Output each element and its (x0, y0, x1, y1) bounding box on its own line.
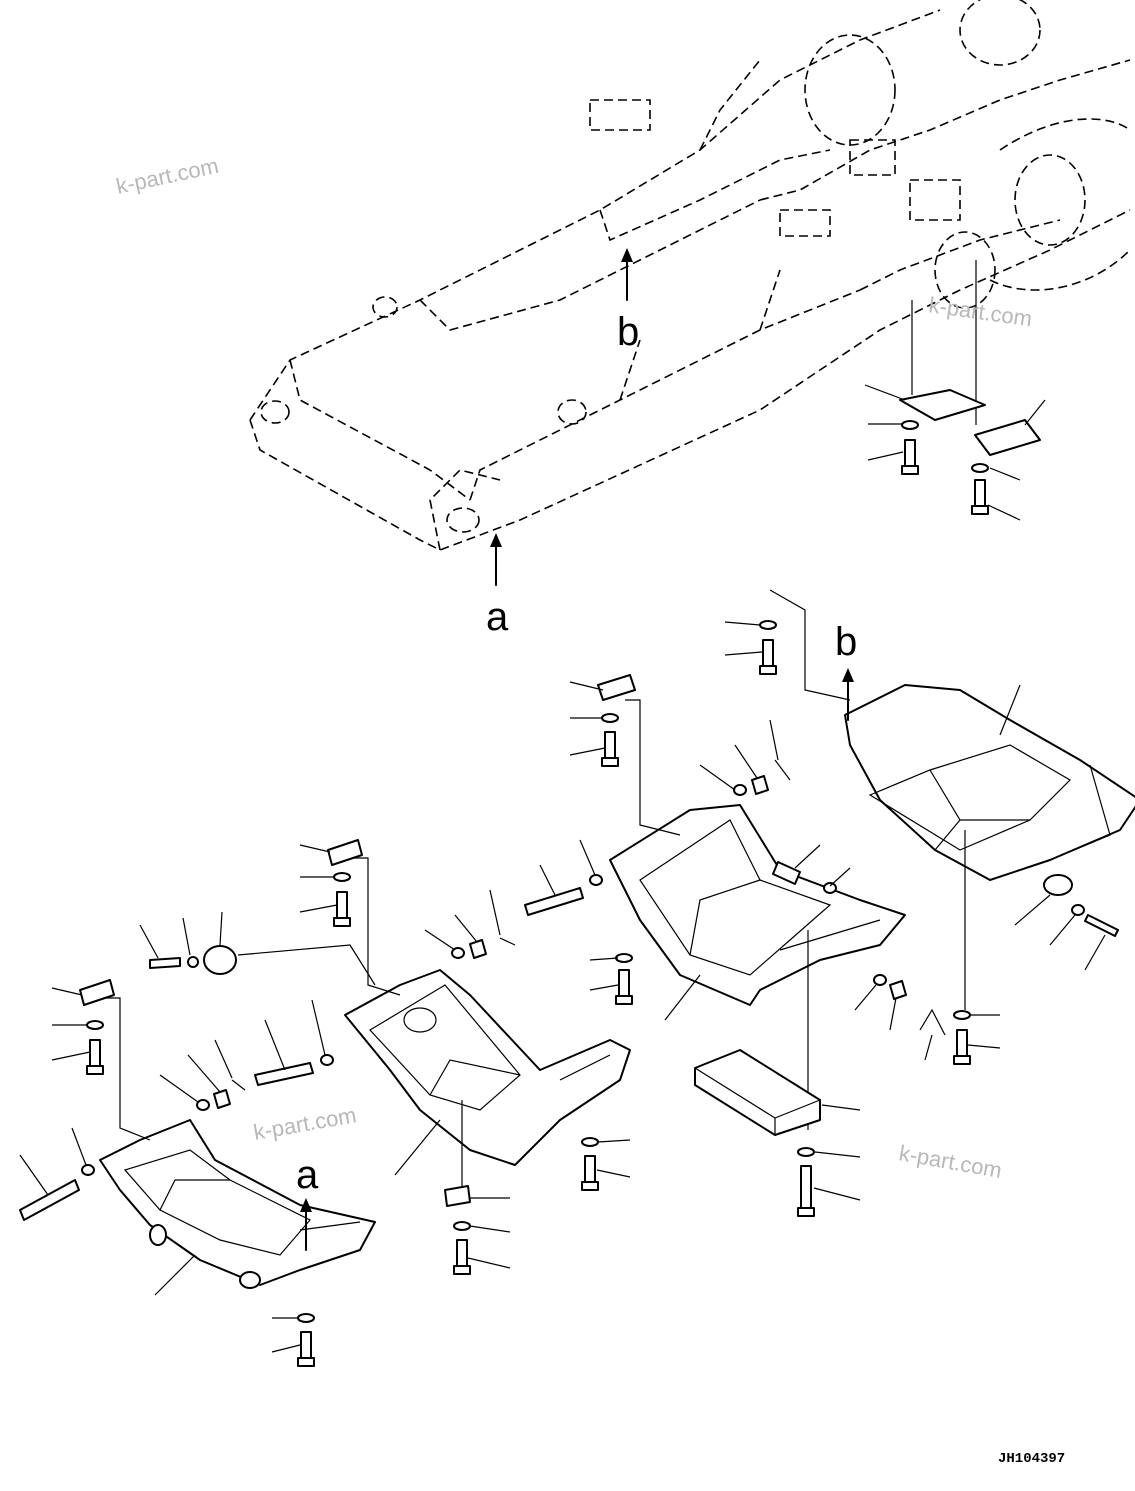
watermark-1: k-part.com (114, 153, 221, 199)
fasteners-left (19, 979, 315, 1367)
callout-b-upper: b (617, 310, 639, 354)
watermark-4: k-part.com (897, 1140, 1004, 1183)
arrow-a-upper (490, 533, 502, 586)
box-part (694, 1049, 821, 1217)
fasteners-right (759, 620, 1119, 1065)
callout-b-lower: b (835, 620, 857, 664)
watermark-3: k-part.com (252, 1102, 359, 1145)
guard-center-right (609, 804, 906, 1130)
drawing-number: JH104397 (998, 1451, 1065, 1467)
guard-left (99, 1119, 376, 1289)
leader-lines-right (724, 621, 1106, 1049)
guard-center (344, 969, 631, 1200)
arrow-b-lower (842, 668, 854, 721)
arrow-b-upper (621, 248, 633, 301)
guide-right (769, 589, 966, 1010)
arrow-a-lower (300, 1198, 312, 1251)
callout-a-upper: a (486, 595, 509, 639)
guide-center (237, 944, 376, 986)
cover-plates-upper (899, 389, 1041, 515)
fasteners-center (149, 839, 599, 1275)
leader-lines-box (813, 1104, 861, 1201)
leader-lines-center (139, 844, 631, 1269)
guide-lines-upper (911, 260, 977, 425)
leader-lines-left (19, 987, 301, 1353)
leader-lines-center-right (539, 681, 933, 1061)
track-frame-outline (249, 0, 1131, 551)
fasteners-center-right (524, 674, 946, 1036)
watermark-2: k-part.com (927, 292, 1033, 331)
guard-right (844, 684, 1135, 881)
callout-a-lower: a (296, 1153, 319, 1197)
leader-lines-upper (864, 384, 1046, 521)
